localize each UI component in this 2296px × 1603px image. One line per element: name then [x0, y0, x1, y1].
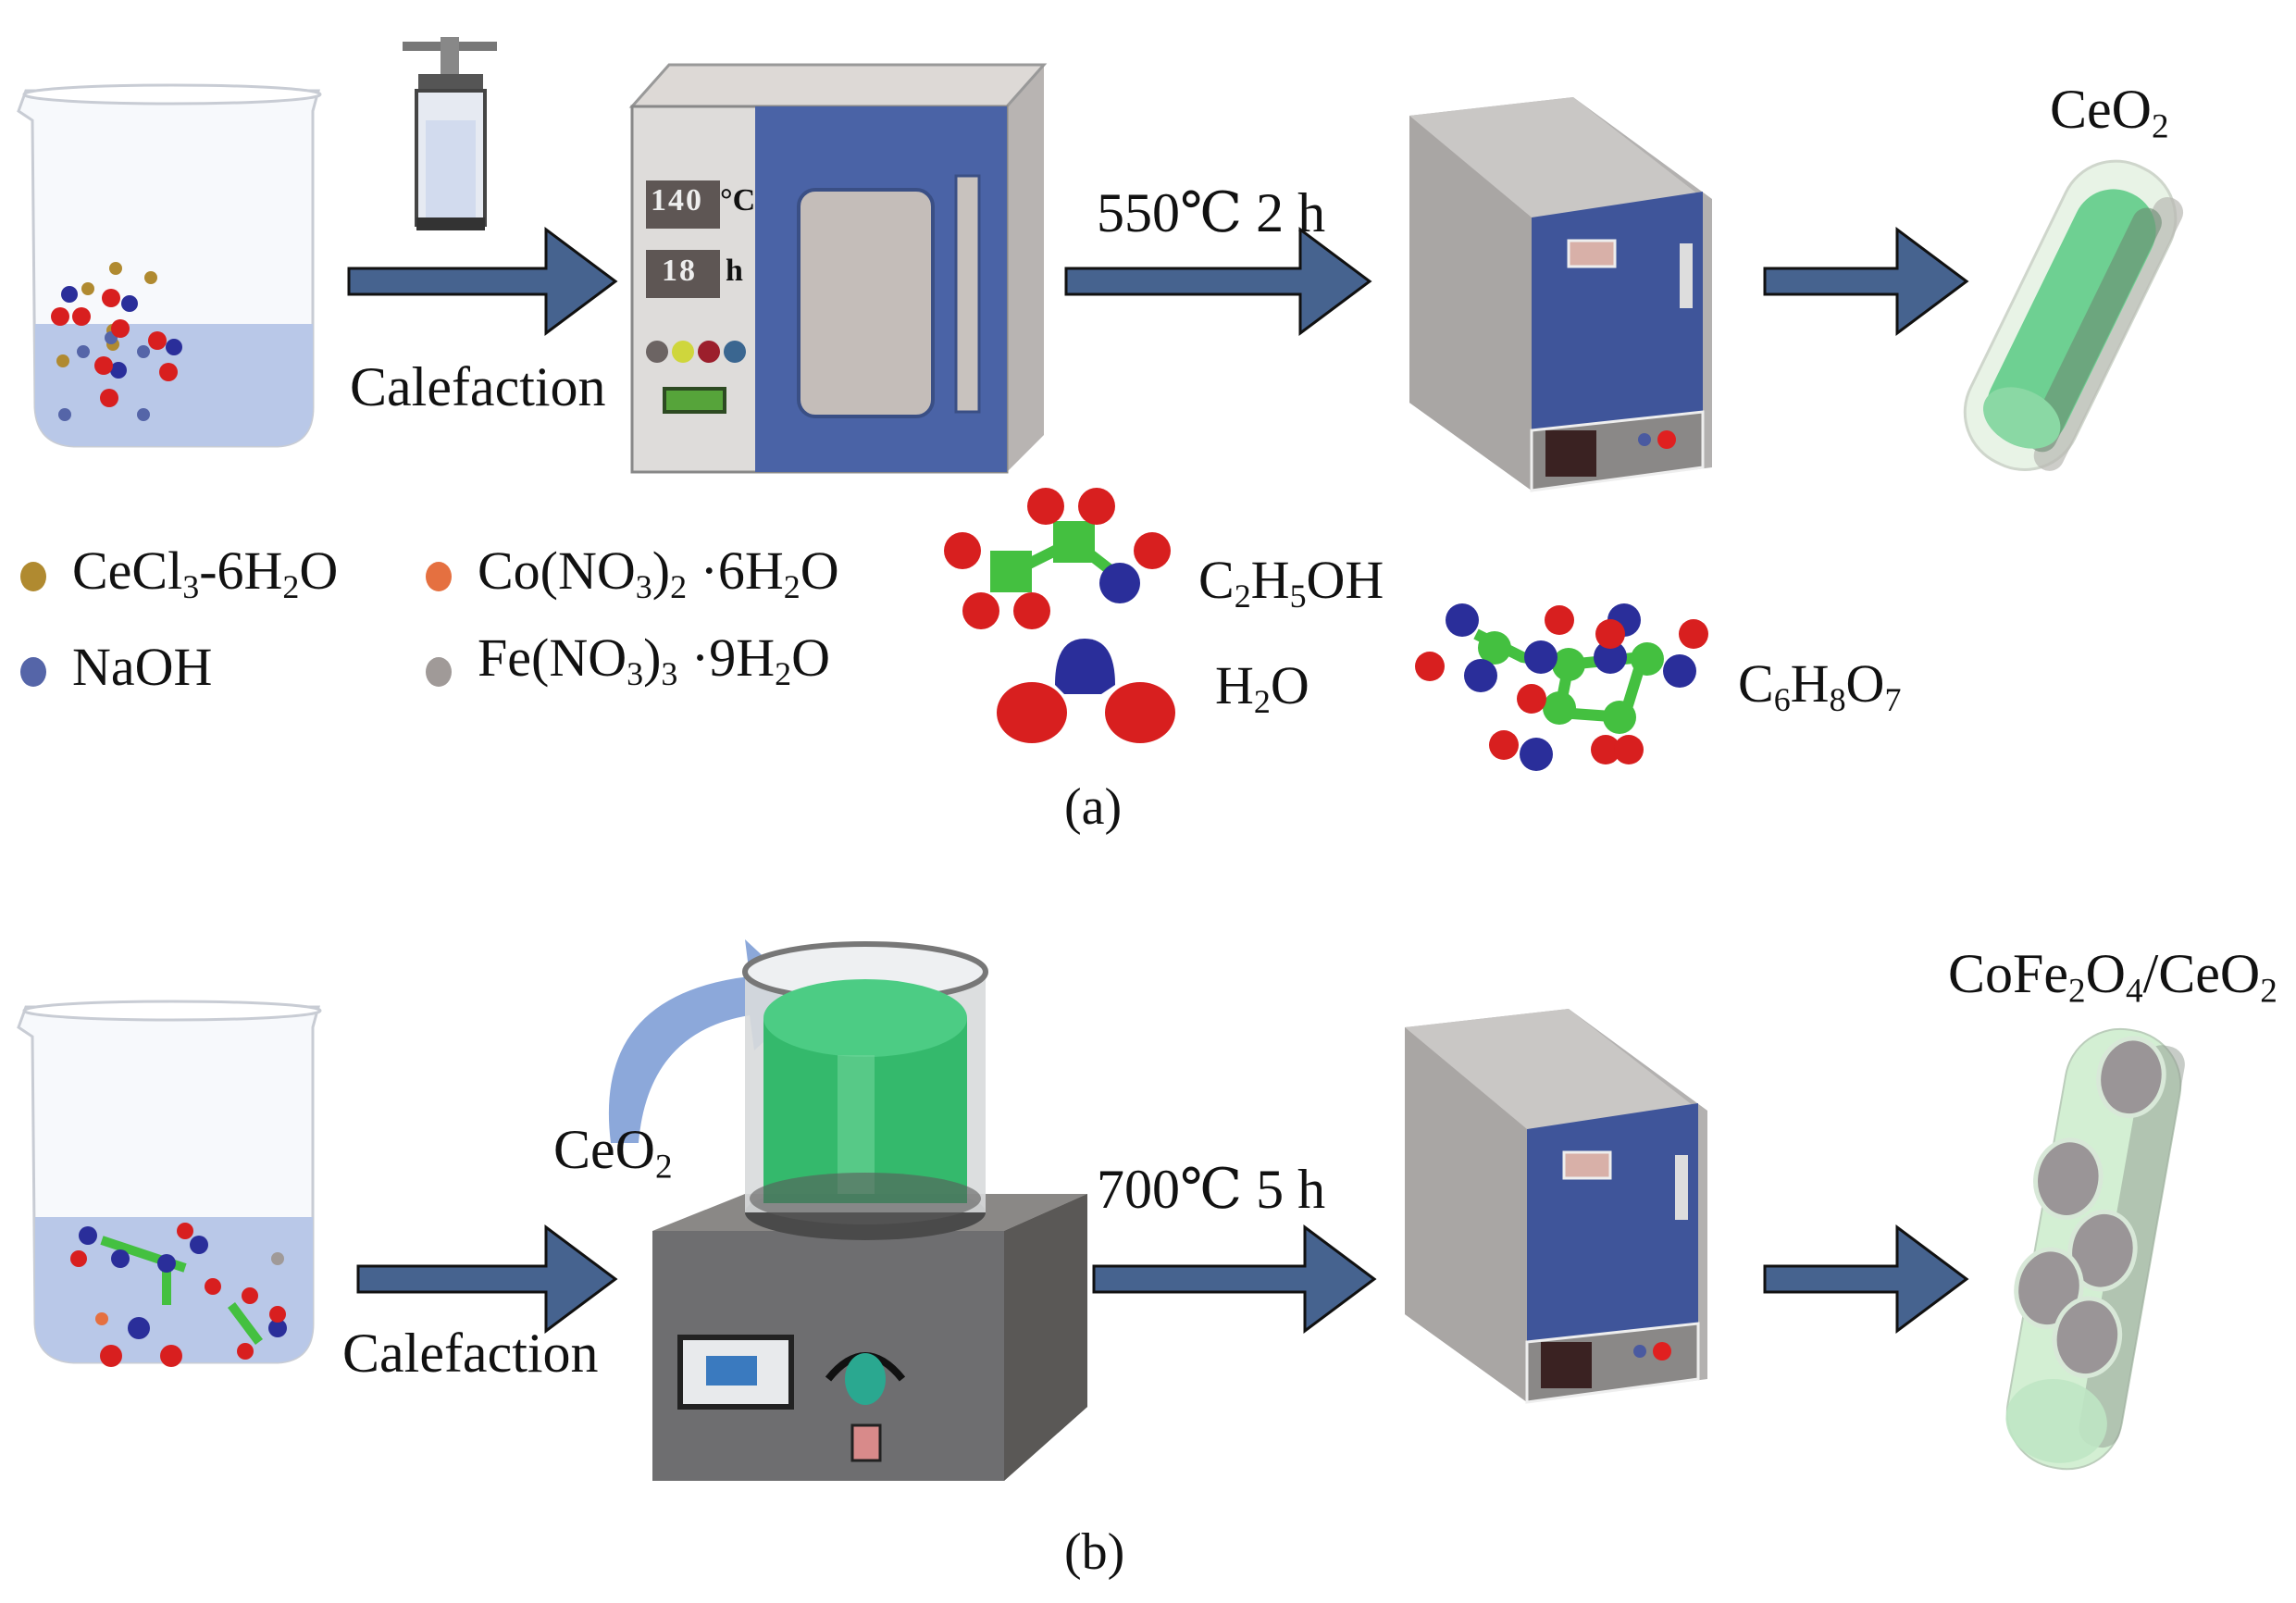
product-label-cofe2o4-ceo2: CoFe2O4/CeO2: [1948, 943, 2277, 1011]
step-label-calefaction-b: Calefaction: [342, 1323, 599, 1384]
drying-oven-icon: [628, 63, 1048, 474]
arrow-calcination-b: [1092, 1224, 1377, 1334]
arrow-calefaction-b: [356, 1224, 618, 1334]
ethanol-molecule-icon: [944, 488, 1171, 629]
beaker-precursor-solution: [17, 83, 322, 448]
arrow-product-a: [1763, 227, 1969, 336]
beaker-cofe-solution: [17, 1000, 322, 1367]
step-label-calcination-b: 700℃ 5 h: [1097, 1159, 1326, 1220]
step-label-calefaction-a: Calefaction: [350, 356, 606, 417]
arrow-product-b: [1763, 1224, 1969, 1334]
molecule-label-water: H2O: [1215, 655, 1309, 721]
molecule-label-ethanol: C2H5OH: [1198, 550, 1384, 615]
legend-dot-cecl3: [20, 562, 46, 591]
oven-time-unit: h: [726, 254, 743, 288]
legend-label-co-nitrate: Co(NO3)2 ·6H2O: [478, 541, 839, 606]
legend-dot-naoh: [20, 657, 46, 687]
muffle-furnace-icon-a: [1409, 97, 1712, 492]
legend-label-fe-nitrate: Fe(NO3)3 ·9H2O: [478, 628, 830, 693]
molecule-label-citric-acid: C6H8O7: [1738, 653, 1902, 719]
water-molecule-icon: [997, 639, 1175, 743]
arrow-calefaction-a: [347, 227, 618, 336]
legend-dot-co-nitrate: [426, 562, 452, 591]
panel-caption-b: (b): [1064, 1523, 1125, 1581]
ceo2-nanorod-icon: [1963, 159, 2184, 471]
magnetic-stirrer-hotplate-icon: [652, 941, 1087, 1481]
arrow-calcination-a: [1064, 227, 1372, 336]
added-material-label-ceo2: CeO2: [553, 1119, 673, 1187]
legend-label-naoh: NaOH: [72, 637, 213, 697]
cofe2o4-ceo2-composite-icon: [2005, 1027, 2185, 1471]
solution-particles: [51, 262, 182, 421]
citric-acid-molecule-icon: [1415, 603, 1708, 771]
muffle-furnace-icon-b: [1405, 1009, 1707, 1404]
legend-label-cecl3: CeCl3-6H2O: [72, 541, 339, 606]
step-label-calcination-a: 550℃ 2 h: [1097, 182, 1326, 243]
oven-temperature-readout: 140: [651, 183, 703, 217]
product-label-ceo2: CeO2: [2050, 79, 2169, 146]
legend-dot-fe-nitrate: [426, 657, 452, 687]
panel-caption-a: (a): [1064, 778, 1123, 836]
oven-time-readout: 18: [662, 254, 697, 288]
oven-temperature-unit: °C: [720, 183, 756, 217]
autoclave-icon: [403, 37, 497, 230]
